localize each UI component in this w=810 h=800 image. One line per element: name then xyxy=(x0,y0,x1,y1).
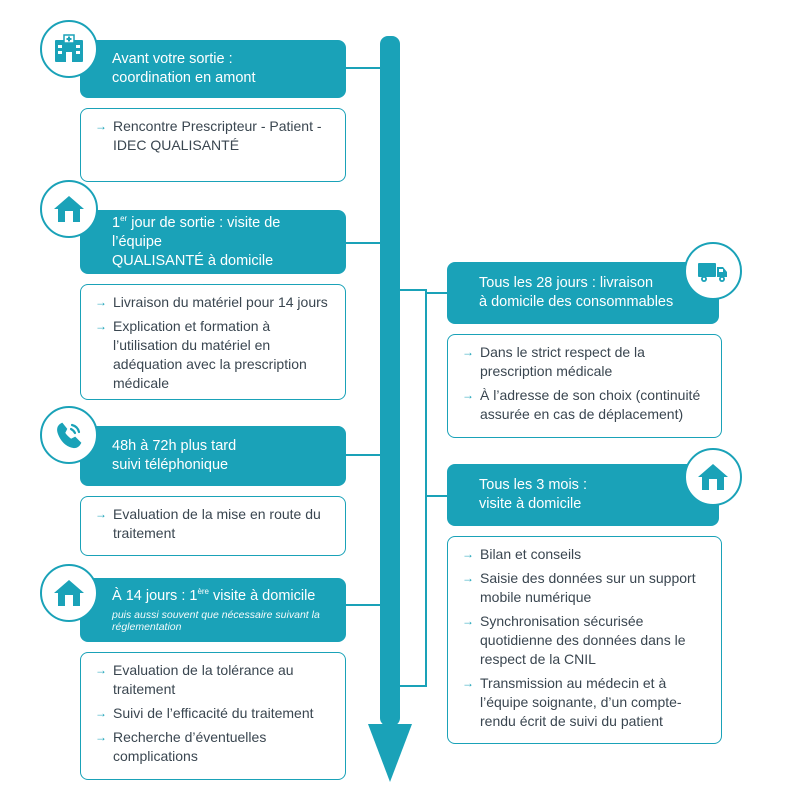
header-line: à domicile des consommables xyxy=(479,294,674,310)
step-list-28-days: Dans le strict respect de la prescriptio… xyxy=(447,334,722,438)
home-icon xyxy=(40,180,98,238)
step-header-first-day: 1er jour de sortie : visite de l’équipe … xyxy=(80,210,346,274)
header-line: Tous les 3 mois : xyxy=(479,477,587,493)
header-line: 48h à 72h plus tard xyxy=(112,438,237,454)
header-line: 1er jour de sortie : visite de l’équipe xyxy=(112,214,332,252)
header-line: suivi téléphonique xyxy=(112,457,229,473)
header-line: À 14 jours : 1ère visite à domicile xyxy=(112,587,332,606)
connector-right1 xyxy=(400,289,427,687)
header-rest: jour de sortie : visite de l’équipe xyxy=(112,214,281,250)
list-item: Explication et formation à l’utilisation… xyxy=(95,317,333,393)
header-line: visite à domicile xyxy=(479,496,582,512)
list-item: Evaluation de la mise en route du traite… xyxy=(95,505,333,543)
list-item: Suivi de l’efficacité du traitement xyxy=(95,704,333,723)
list-item: Transmission au médecin et à l’équipe so… xyxy=(462,674,709,731)
header-line: coordination en amont xyxy=(112,70,256,86)
header-prefix: À 14 jours : 1 xyxy=(112,588,198,604)
step-header-28-days: Tous les 28 jours : livraison à domicile… xyxy=(447,262,719,324)
home-icon xyxy=(40,564,98,622)
step-header-phone-follow-up: 48h à 72h plus tard suivi téléphonique xyxy=(80,426,346,486)
step-list-3-months: Bilan et conseils Saisie des données sur… xyxy=(447,536,722,744)
step-header-before-discharge: Avant votre sortie : coordination en amo… xyxy=(80,40,346,98)
list-item: À l’adresse de son choix (continuité ass… xyxy=(462,386,709,424)
step-list-first-day: Livraison du matériel pour 14 jours Expl… xyxy=(80,284,346,400)
step-header-day-14: À 14 jours : 1ère visite à domicile puis… xyxy=(80,578,346,642)
header-subtitle: puis aussi souvent que nécessaire suivan… xyxy=(112,609,320,633)
header-line: QUALISANTÉ à domicile xyxy=(112,252,274,269)
header-prefix: 1 xyxy=(112,214,121,231)
timeline-arrowhead xyxy=(368,724,412,782)
hospital-icon xyxy=(40,20,98,78)
header-line: Avant votre sortie : xyxy=(112,51,233,67)
home-icon xyxy=(684,448,742,506)
list-item: Recherche d’éventuelles complications xyxy=(95,728,333,766)
list-item: Saisie des données sur un support mobile… xyxy=(462,569,709,607)
list-item: Rencontre Prescripteur - Patient - IDEC … xyxy=(95,117,333,155)
phone-icon xyxy=(40,406,98,464)
timeline-spine xyxy=(380,36,400,726)
list-item: Livraison du matériel pour 14 jours xyxy=(95,293,333,312)
list-item: Bilan et conseils xyxy=(462,545,709,564)
list-item: Synchronisation sécurisée quotidienne de… xyxy=(462,612,709,669)
header-rest: visite à domicile xyxy=(209,588,316,604)
step-list-day-14: Evaluation de la tolérance au traitement… xyxy=(80,652,346,780)
list-item: Dans le strict respect de la prescriptio… xyxy=(462,343,709,381)
step-list-before-discharge: Rencontre Prescripteur - Patient - IDEC … xyxy=(80,108,346,182)
step-list-phone-follow-up: Evaluation de la mise en route du traite… xyxy=(80,496,346,556)
header-sup: er xyxy=(120,213,128,223)
step-header-3-months: Tous les 3 mois : visite à domicile xyxy=(447,464,719,526)
header-sup: ère xyxy=(197,587,209,597)
truck-icon xyxy=(684,242,742,300)
list-item: Evaluation de la tolérance au traitement xyxy=(95,661,333,699)
header-line: Tous les 28 jours : livraison xyxy=(479,275,654,291)
